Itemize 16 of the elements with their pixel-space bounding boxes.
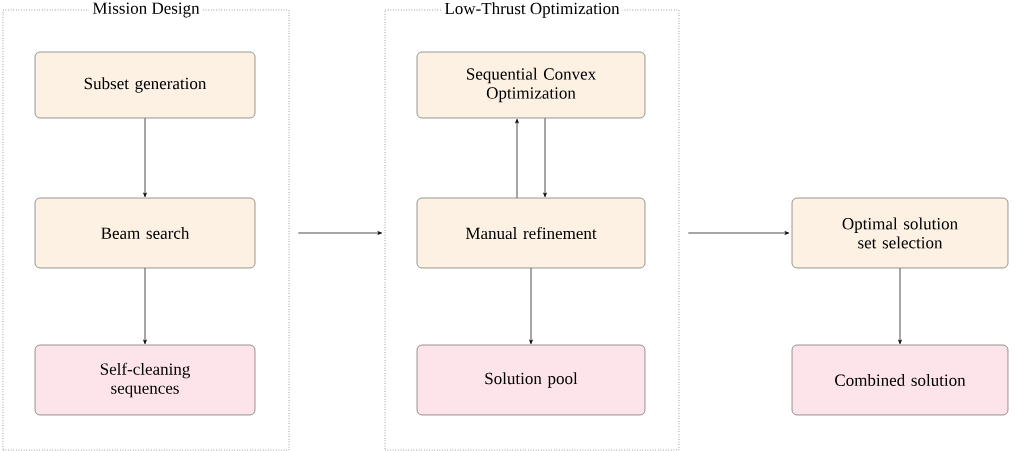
- process-box: Subset generation: [34, 51, 256, 119]
- process-box: Self-cleaning sequences: [34, 344, 256, 416]
- process-box: Combined solution: [791, 344, 1009, 416]
- arrow: [515, 118, 519, 199]
- arrow: [143, 117, 147, 198]
- process-box: Beam search: [34, 197, 256, 269]
- process-box: Optimal solution set selection: [791, 197, 1009, 269]
- arrow: [687, 231, 790, 235]
- process-box: Sequential Convex Optimization: [416, 51, 646, 119]
- arrow: [143, 267, 147, 345]
- process-box: Solution pool: [416, 344, 646, 416]
- arrow: [898, 267, 902, 345]
- arrow: [297, 231, 383, 235]
- arrow: [529, 267, 533, 345]
- process-box: Manual refinement: [416, 197, 646, 269]
- arrow: [543, 117, 547, 198]
